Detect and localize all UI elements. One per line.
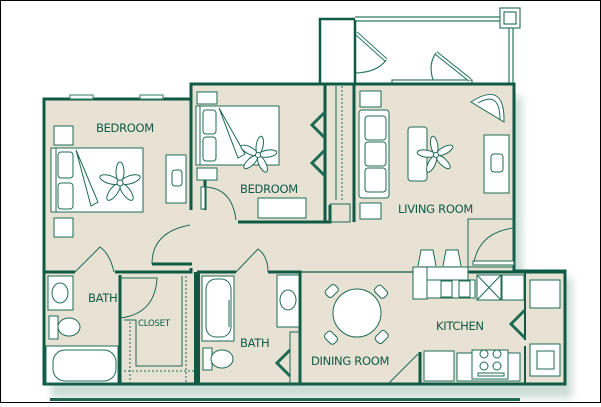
room-label-bedroom-2: BEDROOM <box>240 182 298 196</box>
living-room-furniture <box>358 90 515 268</box>
dining-furniture <box>323 283 419 385</box>
room-label-dining-room: DINING ROOM <box>311 354 389 368</box>
bottom-rule <box>50 398 520 401</box>
room-label-kitchen: KITCHEN <box>436 319 484 333</box>
room-label-closet: CLOSET <box>138 319 171 329</box>
closet-details <box>329 86 351 223</box>
room-label-bath-2: BATH <box>240 336 269 350</box>
kitchen-fixtures <box>412 266 561 382</box>
bath-1-fixtures <box>45 246 158 384</box>
bath-2-fixtures <box>201 248 301 385</box>
room-label-bath-1: BATH <box>88 291 117 305</box>
walls <box>42 82 567 386</box>
bifold-doors <box>309 110 327 178</box>
balcony <box>318 7 521 85</box>
closet-fixtures <box>124 276 194 384</box>
bedroom-1-furniture <box>50 125 191 265</box>
room-label-bedroom-1: BEDROOM <box>96 121 154 135</box>
room-label-living-room: LIVING ROOM <box>398 202 473 216</box>
bedroom-2-furniture <box>195 91 307 221</box>
windows <box>69 94 164 100</box>
